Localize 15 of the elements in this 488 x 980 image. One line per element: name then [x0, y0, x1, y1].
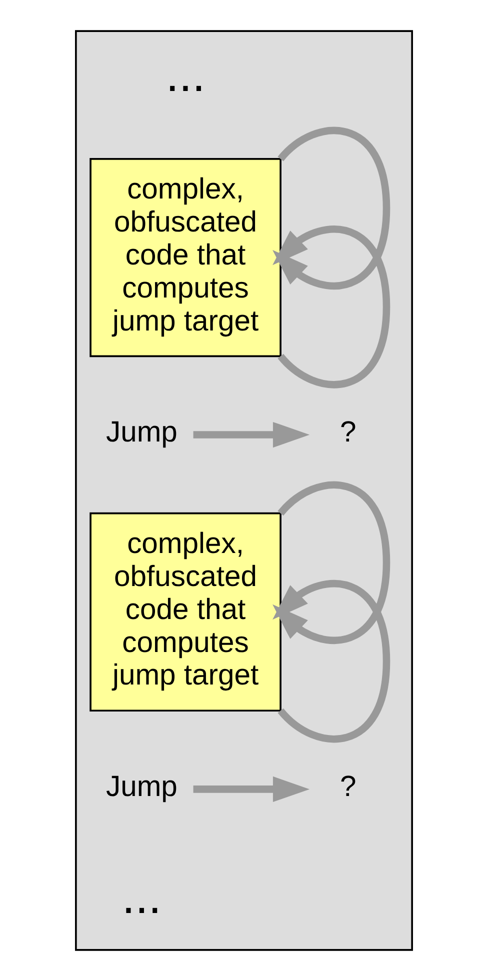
arrow	[193, 776, 310, 802]
arrow	[272, 225, 390, 388]
node-text: Jump	[106, 416, 178, 448]
arrow	[272, 126, 390, 290]
node-text: ?	[340, 770, 356, 803]
arrow	[272, 580, 390, 742]
node-box: complex, obfuscated code that computes jump target	[90, 512, 282, 712]
node-box: complex, obfuscated code that computes jump target	[90, 158, 282, 357]
node-text: Jump	[106, 770, 178, 803]
cluster	[75, 30, 413, 950]
label: ...	[166, 48, 206, 102]
node-text: ?	[340, 416, 356, 448]
arrow	[193, 421, 310, 448]
arrow	[272, 480, 390, 644]
label: ...	[122, 870, 162, 924]
